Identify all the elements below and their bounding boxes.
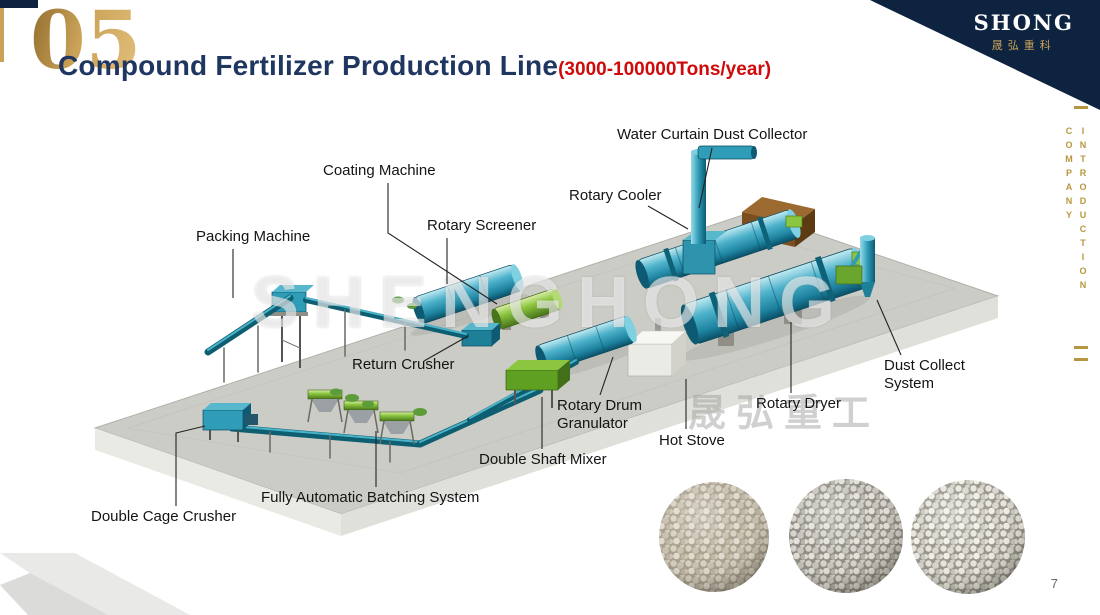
label-hot-stove: Hot Stove [659, 432, 725, 449]
label-double-cage-crusher: Double Cage Crusher [91, 508, 237, 525]
label-rotary-dryer: Rotary Dryer [756, 395, 842, 412]
sidebar-tick-top [1074, 106, 1088, 109]
hot-stove-machine [627, 318, 687, 377]
sidebar-word-company: COMPANY [1064, 126, 1074, 224]
label-rotary-drum-granulator: Rotary Drum Granulator [557, 397, 643, 432]
title-capacity: (3000-100000Tons/year) [558, 59, 772, 80]
corner-triangle [870, 0, 1100, 110]
label-fully-automatic-batching-system: Fully Automatic Batching System [261, 489, 480, 506]
granule-gallery [659, 479, 1025, 594]
rotary-cooler-machine [635, 209, 803, 289]
sidebar-vertical-text: COMPANY INTRODUCTION [1064, 126, 1088, 294]
brand-logo-text: SHONG [973, 10, 1074, 35]
brand-logo: SHONG 晟弘重科 [974, 10, 1074, 53]
sidebar-word-introduction: INTRODUCTION [1078, 126, 1088, 294]
label-coating-machine: Coating Machine [323, 162, 436, 179]
label-water-curtain-dust-collector: Water Curtain Dust Collector [617, 126, 808, 143]
dust-collect-system-machine [835, 235, 875, 297]
title-text: Compound Fertilizer Production Line [58, 50, 559, 81]
rotary-drum-granulator-machine [535, 315, 637, 373]
label-dust-collect-system: Dust Collect System [884, 357, 965, 392]
bottom-left-decoration [0, 553, 190, 615]
top-left-gold-bar [0, 8, 4, 62]
return-crusher-machine [461, 323, 500, 347]
label-packing-machine: Packing Machine [196, 228, 311, 245]
corner-banner: SHONG 晟弘重科 [870, 0, 1100, 110]
label-double-shaft-mixer: Double Shaft Mixer [479, 451, 607, 468]
slide-number: 05 [30, 0, 142, 87]
granule-photo-2 [789, 479, 903, 593]
label-rotary-screener: Rotary Screener [427, 217, 537, 234]
sidebar-tick-bottom-2 [1074, 358, 1088, 361]
page-number: 7 [1050, 576, 1058, 591]
sidebar-tick-bottom-1 [1074, 346, 1088, 349]
granule-photo-1 [659, 482, 769, 592]
page-title: Compound Fertilizer Production Line(3000… [58, 50, 771, 82]
granule-photo-3 [911, 480, 1025, 594]
double-cage-crusher-machine [202, 403, 258, 442]
top-left-navy-bar [0, 0, 38, 8]
label-return-crusher: Return Crusher [352, 356, 455, 373]
brand-logo-chinese: 晟弘重科 [991, 40, 1056, 52]
label-rotary-cooler: Rotary Cooler [569, 187, 662, 204]
double-shaft-mixer-machine [505, 360, 570, 408]
batching-system-machine [307, 389, 415, 445]
